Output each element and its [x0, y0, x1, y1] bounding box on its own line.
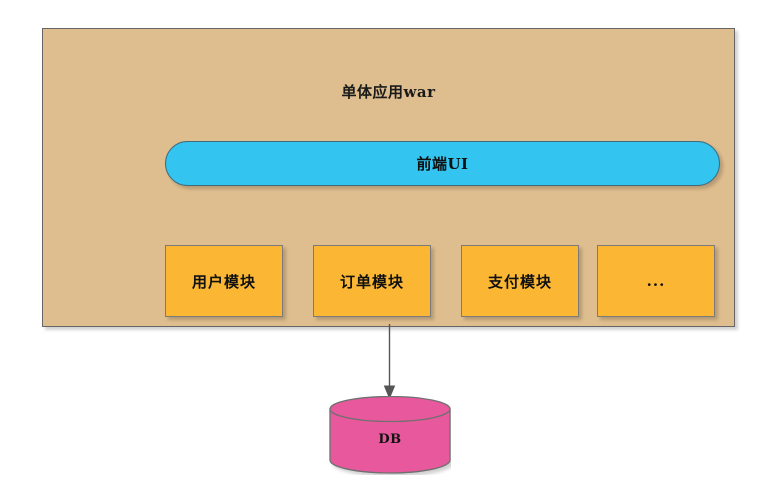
module-label: 订单模块: [339, 272, 404, 291]
module-box-order[interactable]: 订单模块: [313, 245, 431, 317]
cylinder-shape-icon: [329, 395, 451, 474]
module-box-payment[interactable]: 支付模块: [461, 245, 579, 317]
connector-arrow-icon: [383, 324, 396, 400]
frontend-ui-layer[interactable]: 前端UI: [165, 141, 720, 186]
module-label: ...: [646, 272, 666, 290]
module-label: 支付模块: [487, 272, 552, 291]
module-row: 用户模块 订单模块 支付模块 ...: [165, 245, 715, 317]
module-box-user[interactable]: 用户模块: [165, 245, 283, 317]
module-box-more[interactable]: ...: [597, 245, 715, 317]
monolith-application-container[interactable]: 单体应用war 前端UI 用户模块 订单模块 支付模块 ...: [42, 28, 735, 327]
frontend-ui-label: 前端UI: [416, 155, 469, 173]
monolith-title: 单体应用war: [341, 83, 436, 101]
module-label: 用户模块: [191, 272, 256, 291]
database-cylinder[interactable]: DB: [329, 395, 451, 475]
